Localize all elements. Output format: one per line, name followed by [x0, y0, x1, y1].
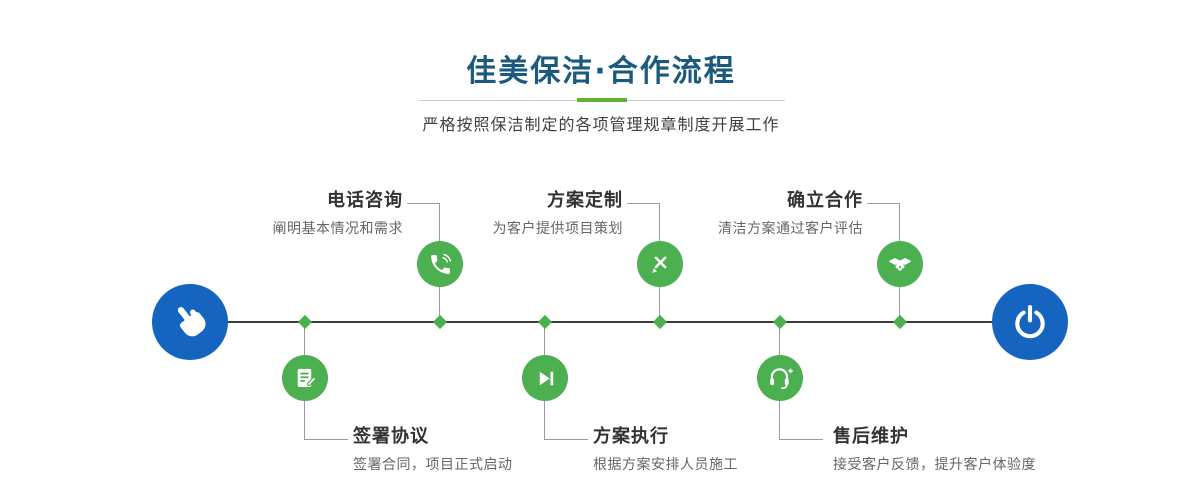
timeline-line	[190, 321, 1030, 323]
step-label-phone: 电话咨询 阐明基本情况和需求	[143, 190, 403, 238]
step-title: 售后维护	[833, 426, 909, 447]
elbow-line	[544, 401, 545, 440]
power-icon	[1011, 303, 1049, 341]
step-title: 方案执行	[593, 426, 669, 447]
elbow-line	[304, 401, 305, 440]
step-label-handshake: 确立合作 清洁方案通过客户评估	[603, 190, 863, 238]
timeline-start-circle	[152, 284, 228, 360]
elbow-line	[899, 203, 900, 241]
elbow-line	[544, 439, 588, 440]
step-desc: 阐明基本情况和需求	[272, 221, 403, 237]
step-desc: 接受客户反馈，提升客户体验度	[833, 457, 1036, 473]
step-desc: 为客户提供项目策划	[492, 221, 623, 237]
title-divider-accent	[577, 98, 627, 102]
step-circle-aftersales	[757, 355, 803, 401]
timeline-node-diamond	[892, 314, 908, 330]
page-title: 佳美保洁·合作流程	[466, 54, 736, 89]
timeline-end-circle	[992, 284, 1068, 360]
step-circle-contract	[282, 355, 328, 401]
connector-line	[304, 322, 305, 355]
timeline-node-diamond	[652, 314, 668, 330]
step-label-design: 方案定制 为客户提供项目策划	[363, 190, 623, 238]
step-label-contract: 签署协议 签署合同，项目正式启动	[353, 426, 613, 474]
step-label-execute: 方案执行 根据方案安排人员施工	[593, 426, 853, 474]
step-desc: 清洁方案通过客户评估	[718, 221, 863, 237]
headset-icon	[767, 365, 793, 391]
handshake-icon	[887, 251, 913, 277]
pointing-hand-icon	[170, 302, 210, 342]
elbow-line	[867, 203, 900, 204]
step-circle-execute	[522, 355, 568, 401]
step-desc: 签署合同，项目正式启动	[353, 457, 513, 473]
connector-line	[439, 287, 440, 322]
elbow-line	[779, 439, 823, 440]
elbow-line	[779, 401, 780, 440]
step-label-aftersales: 售后维护 接受客户反馈，提升客户体验度	[833, 426, 1093, 474]
timeline-node-diamond	[297, 314, 313, 330]
contract-icon	[293, 366, 318, 391]
step-title: 方案定制	[547, 190, 623, 211]
step-title: 确立合作	[787, 190, 863, 211]
step-title: 电话咨询	[327, 190, 403, 211]
play-icon	[533, 366, 558, 391]
step-circle-handshake	[877, 241, 923, 287]
elbow-line	[304, 439, 348, 440]
elbow-line	[627, 203, 660, 204]
timeline-node-diamond	[432, 314, 448, 330]
step-title: 签署协议	[353, 426, 429, 447]
connector-line	[899, 287, 900, 322]
elbow-line	[439, 203, 440, 241]
connector-line	[544, 322, 545, 355]
elbow-line	[659, 203, 660, 241]
elbow-line	[407, 203, 440, 204]
timeline-node-diamond	[772, 314, 788, 330]
phone-icon	[428, 252, 453, 277]
step-circle-phone	[417, 241, 463, 287]
timeline-node-diamond	[537, 314, 553, 330]
connector-line	[779, 322, 780, 355]
step-desc: 根据方案安排人员施工	[593, 457, 738, 473]
pen-design-icon	[648, 252, 673, 277]
connector-line	[659, 287, 660, 322]
step-circle-design	[637, 241, 683, 287]
page-subtitle: 严格按照保洁制定的各项管理规章制度开展工作	[422, 115, 780, 134]
